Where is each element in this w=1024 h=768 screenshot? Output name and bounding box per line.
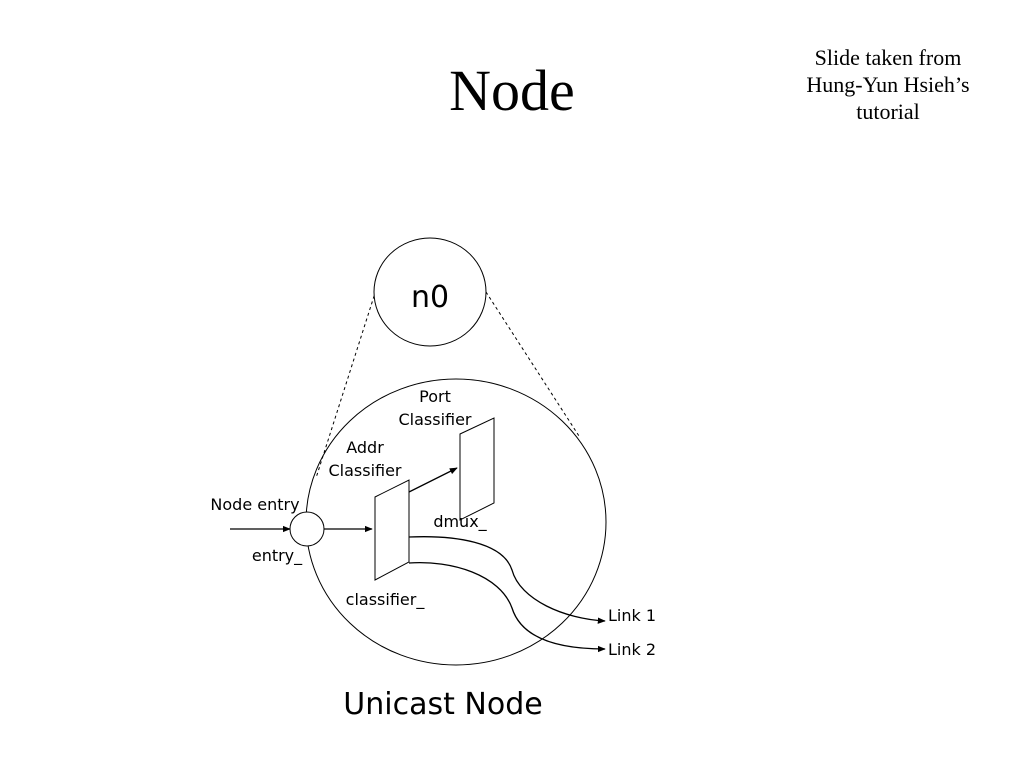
port-classifier-label-line2: Classifier (398, 410, 471, 429)
dmux-var-label: dmux_ (433, 512, 487, 532)
credit-line-3: tutorial (856, 99, 920, 124)
zoom-guide-right (485, 291, 580, 437)
diagram-caption: Unicast Node (343, 687, 542, 722)
classifier-to-dmux-arrow (408, 467, 458, 493)
slide-title: Node (449, 58, 575, 123)
credit-line-2: Hung-Yun Hsieh’s (806, 72, 970, 97)
entry-circle (289, 511, 325, 547)
link1-path (408, 536, 606, 624)
port-classifier-shape (459, 417, 495, 521)
node-entry-label: Node entry (210, 495, 299, 514)
node-n0-circle (373, 237, 487, 347)
port-classifier-label-line1: Port (419, 387, 451, 406)
link1-label: Link 1 (608, 606, 656, 625)
credit-line-1: Slide taken from (814, 45, 962, 70)
slide-credit: Slide taken from Hung-Yun Hsieh’s tutori… (778, 44, 998, 125)
zoom-guide-left (315, 289, 377, 479)
node-n0-label: n0 (411, 280, 449, 315)
classifier-var-label: classifier_ (346, 590, 426, 610)
link2-path (408, 561, 606, 653)
addr-classifier-label-line2: Classifier (328, 461, 401, 480)
entry-var-label: entry_ (252, 546, 303, 566)
addr-classifier-label-line1: Addr (346, 438, 384, 457)
addr-classifier-shape (374, 479, 410, 581)
link2-label: Link 2 (608, 640, 656, 659)
